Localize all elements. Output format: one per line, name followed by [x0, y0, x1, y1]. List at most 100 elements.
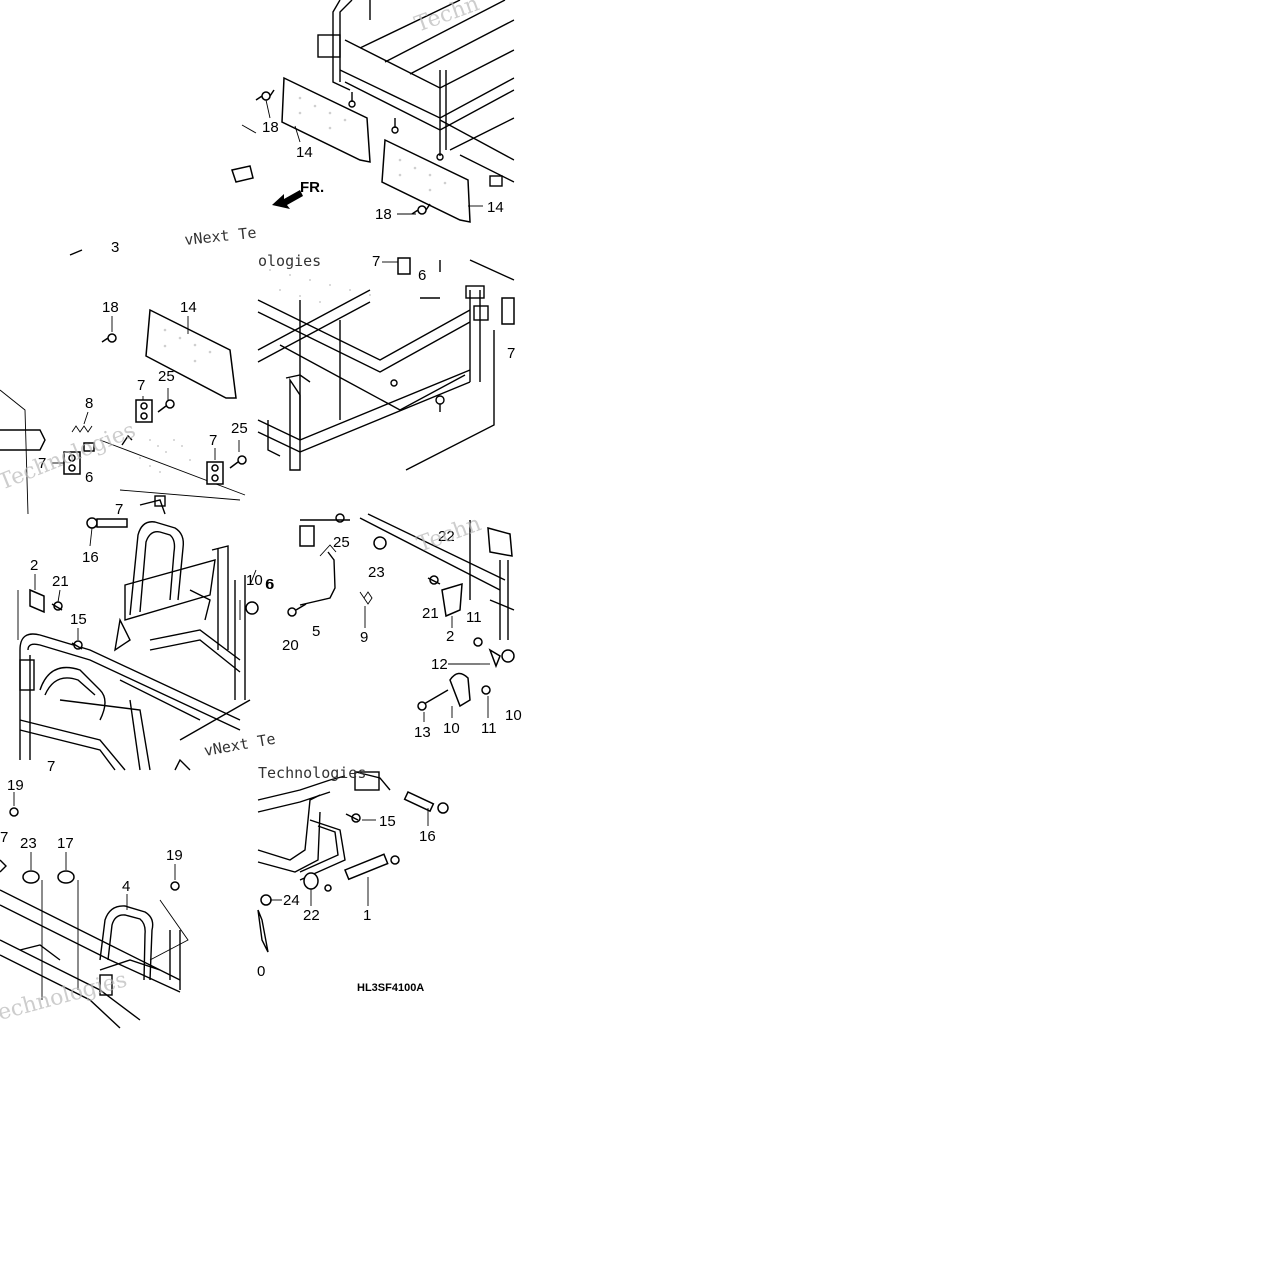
callout-4: 4 [122, 878, 130, 895]
bracket-icon [63, 399, 224, 485]
tile-middle-right: 7 6 7 ologies [257, 252, 515, 471]
bracket-icon [441, 582, 463, 618]
bolt-icon [157, 399, 247, 469]
bolt-icon [260, 813, 361, 906]
mud-flap-lower [382, 140, 470, 222]
callout-6d: 6 [266, 576, 274, 593]
callout-15b: 15 [379, 813, 396, 830]
callout-8: 8 [85, 395, 93, 412]
spring-icon [71, 425, 93, 433]
callout-15a: 15 [70, 611, 87, 628]
callout-16a: 16 [82, 549, 99, 566]
bed-frame [318, 0, 514, 186]
callout-7e: 7 [372, 253, 380, 270]
rivet-icon [101, 333, 117, 343]
watermark: vNext Te [184, 224, 258, 249]
callout-3: 3 [111, 239, 119, 256]
collar-icon [83, 442, 95, 452]
stay-rod [299, 551, 336, 606]
callout-7g: 7 [47, 758, 55, 775]
latch-icon [449, 637, 515, 708]
tile-middle-left: 18 14 7 25 8 7 25 7 6 7 Technologies [0, 249, 248, 518]
bolt-icon [9, 807, 180, 891]
callout-21b: 21 [422, 605, 439, 622]
frame-rear [300, 513, 515, 640]
nut-icon [0, 859, 7, 873]
callout-10b: 10 [443, 720, 460, 737]
watermark: Technologies [258, 764, 366, 782]
tile-bottom-right: 15 16 24 22 1 0 HL3SF4100A Technologies [257, 764, 449, 994]
callout-19a: 19 [7, 777, 24, 794]
watermark: vNext Te [203, 730, 277, 760]
callout-6c: 6 [265, 576, 273, 593]
watermark: Techn [414, 511, 485, 557]
callout-11b: 11 [481, 720, 497, 737]
callout-11a: 11 [466, 609, 482, 626]
callout-24: 24 [283, 892, 300, 909]
diagram-code: HL3SF4100A [357, 982, 424, 994]
tile-lower-right: 25 23 22 6 20 5 9 21 2 11 12 10 11 13 10… [266, 511, 522, 741]
callout-22b: 22 [303, 907, 320, 924]
pin-icon [423, 689, 449, 705]
callout-14c: 14 [180, 299, 197, 316]
callout-2b: 2 [446, 628, 454, 645]
tile-lower-left: 16 2 21 15 10 6 7 vNext Te [17, 517, 277, 775]
callout-2a: 2 [30, 557, 38, 574]
watermark: Techn [412, 0, 483, 38]
collar-icon [22, 870, 75, 884]
callout-7a: 7 [137, 377, 145, 394]
callout-21a: 21 [52, 573, 69, 590]
callout-25c: 25 [333, 534, 350, 551]
seat-frame [19, 629, 251, 771]
clip-icon [232, 166, 253, 182]
bracket-icon [397, 257, 515, 325]
gas-strut-icon [324, 853, 400, 892]
callout-18a: 18 [262, 119, 279, 136]
callout-18b: 18 [375, 206, 392, 223]
callout-19b: 19 [166, 847, 183, 864]
mud-flap-middle [145, 308, 237, 399]
callout-14a: 14 [296, 144, 313, 161]
damper-icon [86, 517, 128, 529]
callout-1: 1 [363, 907, 371, 924]
callout-10c: 10 [505, 707, 522, 724]
tile-top-right: FR. 18 14 18 14 3 Techn vNext Te [111, 0, 514, 256]
callout-7c: 7 [38, 455, 46, 472]
damper-icon [403, 791, 449, 814]
callout-23a: 23 [368, 564, 385, 581]
hook-icon [121, 434, 133, 446]
callout-7h: 7 [0, 829, 8, 846]
bracket-icon [299, 525, 513, 557]
rear-frame [257, 771, 391, 953]
watermark: echnologies [0, 967, 130, 1025]
collar-icon [303, 872, 319, 890]
spring-icon [359, 591, 373, 605]
callout-18c: 18 [102, 299, 119, 316]
callout-22a: 22 [438, 528, 455, 545]
tile-bottom-left: 19 7 23 17 19 4 echnologies [0, 777, 189, 1029]
callout-13: 13 [414, 724, 431, 741]
callout-25a: 25 [158, 368, 175, 385]
callout-0: 0 [257, 963, 265, 980]
callout-12: 12 [431, 656, 448, 673]
callout-14b: 14 [487, 199, 504, 216]
backrest-frame [114, 521, 246, 700]
watermark: ologies [258, 252, 321, 270]
callout-25b: 25 [231, 420, 248, 437]
bolt-icon [287, 513, 441, 617]
callout-6a: 6 [85, 469, 93, 486]
front-label: FR. [300, 179, 324, 196]
callout-9: 9 [360, 629, 368, 646]
callout-17: 17 [57, 835, 74, 852]
bed-frame-lower [257, 259, 515, 471]
callout-7b: 7 [209, 432, 217, 449]
callout-7f: 7 [507, 345, 515, 362]
front-arrow-icon [272, 190, 303, 209]
mud-flap-upper [282, 78, 370, 162]
hatching [139, 439, 191, 473]
callout-16b: 16 [419, 828, 436, 845]
seat-frame-lower [0, 889, 181, 1029]
callout-10a: 10 [246, 572, 263, 589]
callout-20: 20 [282, 637, 299, 654]
